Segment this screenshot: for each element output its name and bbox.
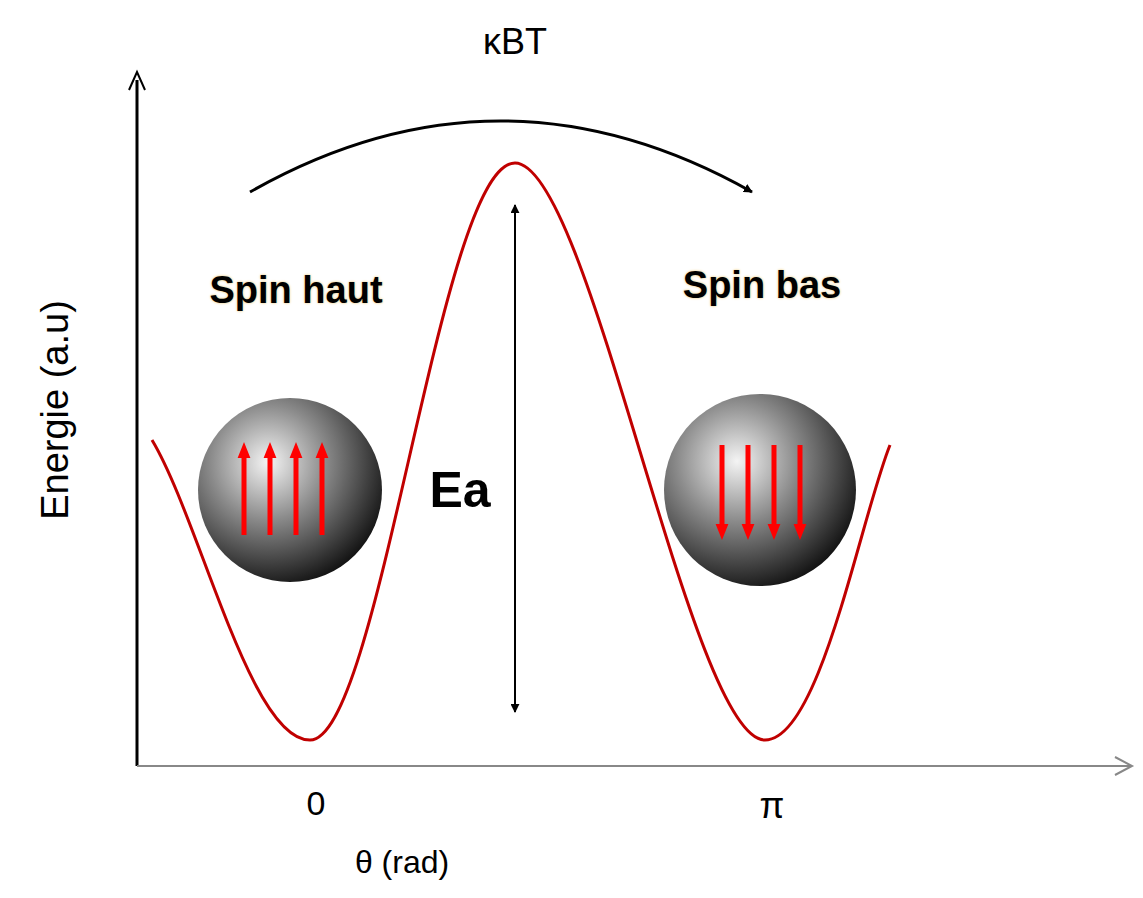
y-axis bbox=[136, 80, 139, 766]
state-label: Spin haut bbox=[209, 271, 382, 309]
axis-title: Energie (a.u) bbox=[36, 300, 74, 520]
thermal-arc bbox=[250, 121, 752, 192]
spin-up-sphere bbox=[198, 398, 382, 582]
spin-up-arrows bbox=[244, 450, 322, 535]
thermal-energy-label: κBT bbox=[483, 24, 547, 60]
x-axis bbox=[137, 765, 1130, 767]
x-axis-head bbox=[1115, 757, 1132, 775]
barrier-arrow bbox=[514, 205, 516, 712]
axis-title: θ (rad) bbox=[355, 846, 449, 878]
spin-down-sphere bbox=[664, 394, 856, 586]
energy-curve bbox=[152, 163, 890, 740]
spin-down-arrows bbox=[722, 445, 800, 532]
barrier-label: Ea bbox=[429, 465, 490, 515]
tick-label: π bbox=[760, 788, 785, 824]
tick-label: 0 bbox=[307, 786, 326, 820]
state-label: Spin bas bbox=[683, 266, 841, 304]
y-axis-head bbox=[129, 72, 145, 90]
